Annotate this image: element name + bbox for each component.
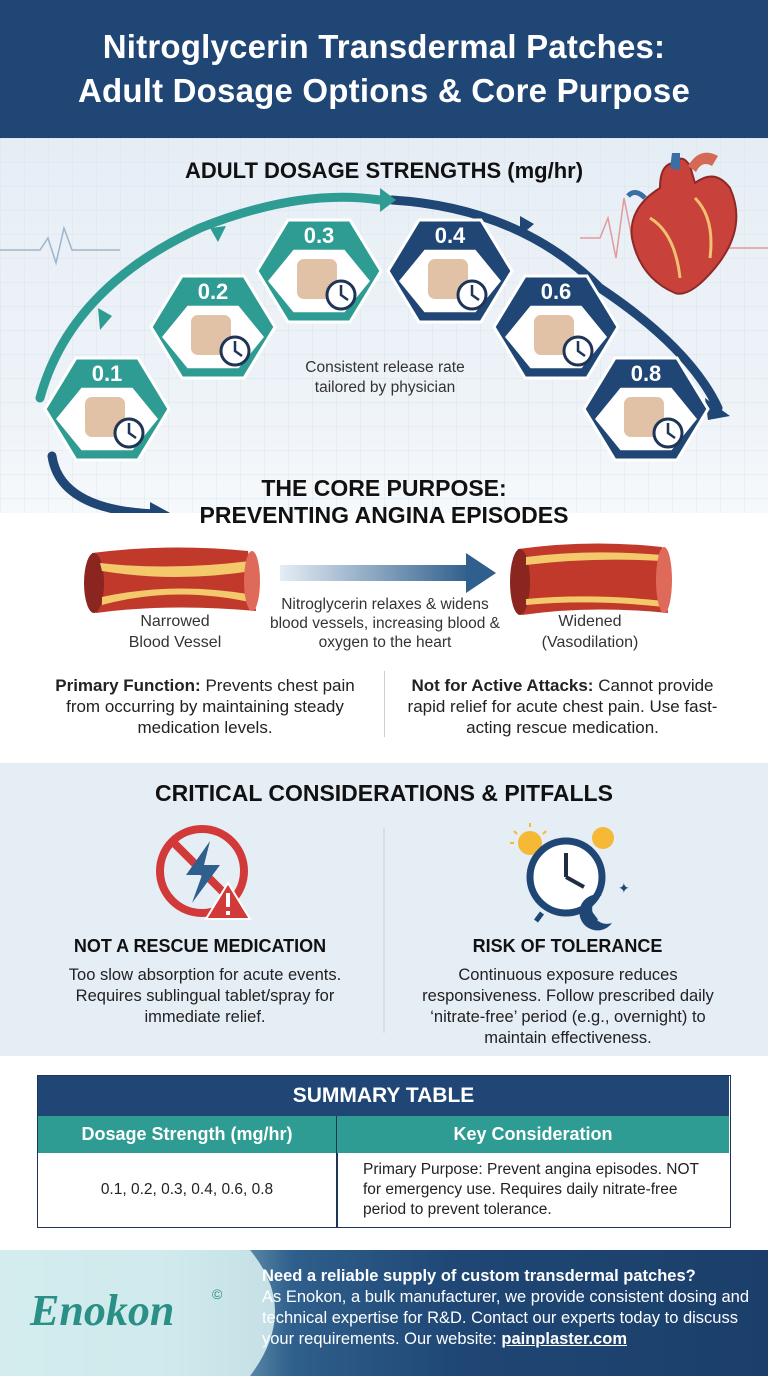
footer-banner <box>0 1250 768 1376</box>
arrow-icon <box>280 565 470 581</box>
table-row-strengths: 0.1, 0.2, 0.3, 0.4, 0.6, 0.8 <box>100 1181 274 1198</box>
dosage-title: ADULT DOSAGE STRENGTHS (mg/hr) <box>184 158 584 183</box>
dosage-hex-0.2: 0.2 <box>149 274 277 380</box>
website-link[interactable]: painplaster.com <box>501 1330 627 1348</box>
header-banner: Nitroglycerin Transdermal Patches: Adult… <box>0 0 768 138</box>
dosage-label: 0.1 <box>92 361 123 386</box>
alarm-clock-icon <box>526 837 606 923</box>
blood-vessel-icon <box>510 543 672 615</box>
moon-icon: ✦ <box>579 881 630 931</box>
widened-caption: Widened (Vasodilation) <box>541 613 639 651</box>
dosage-hex-0.1: 0.1 <box>43 356 171 462</box>
not-for-attacks-text: Not for Active Attacks: Cannot provide r… <box>407 676 718 737</box>
critical-title: CRITICAL CONSIDERATIONS & PITFALLS <box>155 780 613 806</box>
rescue-text: Too slow absorption for acute events. Re… <box>68 966 342 1026</box>
enokon-logo[interactable]: Enokon <box>30 1286 175 1335</box>
page-title-line1: Nitroglycerin Transdermal Patches: <box>102 28 666 65</box>
arrow-icon <box>35 192 385 403</box>
ecg-line-icon <box>0 225 120 266</box>
svg-text:✦: ✦ <box>618 881 630 897</box>
footer-text: Need a reliable supply of custom transde… <box>262 1266 757 1350</box>
dosage-label: 0.4 <box>435 223 466 248</box>
dosage-label: 0.8 <box>631 361 662 386</box>
critical-section: ✦ NOT A RESCUE MEDICATION Too slow absor… <box>0 763 768 1056</box>
table-row-consideration: Primary Purpose: Prevent angina episodes… <box>363 1161 699 1218</box>
summary-table: SUMMARY TABLE Dosage Strength (mg/hr) Ke… <box>37 1075 731 1228</box>
tolerance-text: Continuous exposure reduces responsivene… <box>422 966 714 1047</box>
dosage-section: 0.1 0.2 0.3 0.4 0.6 0.8 ADULT DOSAGE STRENGTH… <box>0 138 768 513</box>
heart-icon <box>626 152 738 295</box>
dosage-label: 0.3 <box>304 223 335 248</box>
warning-icon <box>204 881 252 920</box>
dosage-label: 0.2 <box>198 279 229 304</box>
primary-function-text: Primary Function: Prevents chest pain fr… <box>55 676 355 737</box>
col-header-consideration: Key Consideration <box>336 1116 729 1153</box>
dosage-hex-0.6: 0.6 <box>492 274 620 380</box>
dosage-hex-0.4: 0.4 <box>386 218 514 324</box>
dosage-hex-0.8: 0.8 <box>582 356 710 462</box>
dosage-label: 0.6 <box>541 279 572 304</box>
sun-icon <box>510 823 614 855</box>
logo-mark: © <box>212 1286 223 1302</box>
page-title-line2: Adult Dosage Options & Core Purpose <box>77 72 691 109</box>
grid-background: 0.1 0.2 0.3 0.4 0.6 0.8 <box>0 138 768 513</box>
mechanism-caption: Nitroglycerin relaxes & widens blood ves… <box>269 596 501 651</box>
rescue-title: NOT A RESCUE MEDICATION <box>73 936 327 956</box>
col-header-dosage: Dosage Strength (mg/hr) <box>38 1116 336 1153</box>
purpose-section: Narrowed Blood Vessel Nitroglycerin rela… <box>0 513 768 763</box>
dosage-hex-0.3: 0.3 <box>255 218 383 324</box>
table-divider <box>336 1153 338 1227</box>
tolerance-title: RISK OF TOLERANCE <box>472 936 663 956</box>
purpose-divider <box>384 671 385 737</box>
blood-vessel-icon <box>84 547 260 613</box>
arrow-icon <box>47 451 160 513</box>
purpose-title: THE CORE PURPOSE: PREVENTING ANGINA EPIS… <box>199 475 569 528</box>
footer-question: Need a reliable supply of custom transde… <box>262 1267 696 1285</box>
summary-title: SUMMARY TABLE <box>38 1076 729 1116</box>
footer-body: As Enokon, a bulk manufacturer, we provi… <box>262 1288 750 1348</box>
release-rate-note: Consistent release rate tailored by phys… <box>305 359 465 396</box>
narrowed-caption: Narrowed Blood Vessel <box>128 613 222 651</box>
